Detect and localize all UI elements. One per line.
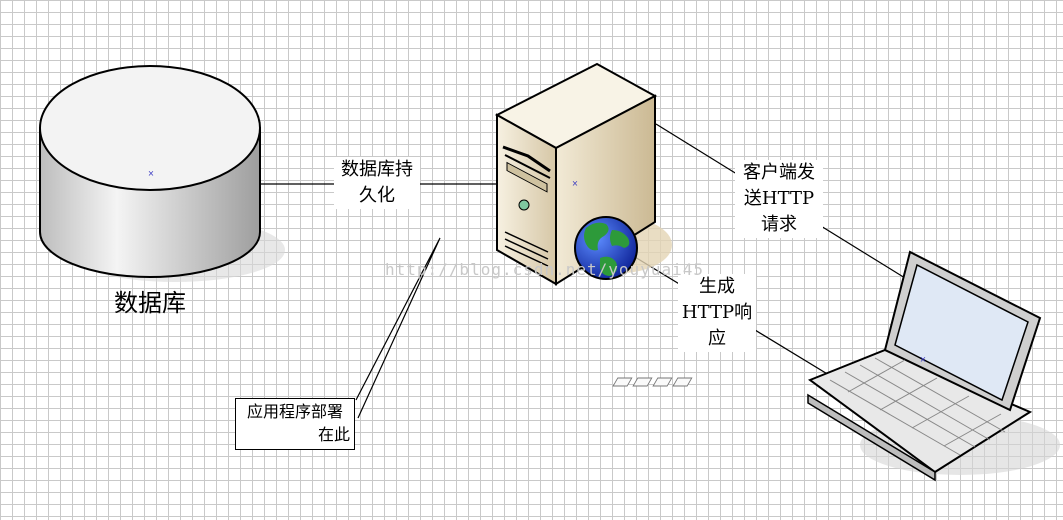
client-request-label-line2: 送HTTP (743, 188, 815, 209)
laptop-icon: × (612, 250, 1060, 482)
callout-pointer (355, 237, 441, 419)
svg-text:×: × (920, 355, 927, 364)
client-request-label: 客户端发 送HTTP 请求 (735, 160, 823, 238)
client-request-label-line1: 客户端发 (743, 162, 815, 183)
globe-icon (574, 216, 638, 280)
db-persist-label: 数据库持 久化 (334, 157, 420, 209)
db-persist-label-line2: 久化 (359, 185, 395, 206)
database-label: 数据库 (114, 289, 186, 317)
deploy-callout: 应用程序部署 在此 (235, 398, 355, 450)
database-icon: × (39, 65, 285, 282)
svg-text:×: × (572, 179, 579, 188)
deploy-callout-line1: 应用程序部署 (246, 402, 343, 421)
client-request-label-line3: 请求 (761, 214, 797, 235)
watermark-text: http://blog.csdn.net/youyuai45 (385, 260, 704, 279)
svg-text:×: × (148, 169, 155, 178)
http-response-label: 生成 HTTP响 应 (678, 274, 756, 352)
http-response-label-line2: HTTP响 (681, 302, 753, 323)
http-response-label-line3: 应 (708, 328, 726, 349)
deploy-callout-line2: 在此 (317, 425, 350, 444)
db-persist-label-line1: 数据库持 (341, 159, 413, 180)
http-response-label-line1: 生成 (699, 276, 735, 297)
